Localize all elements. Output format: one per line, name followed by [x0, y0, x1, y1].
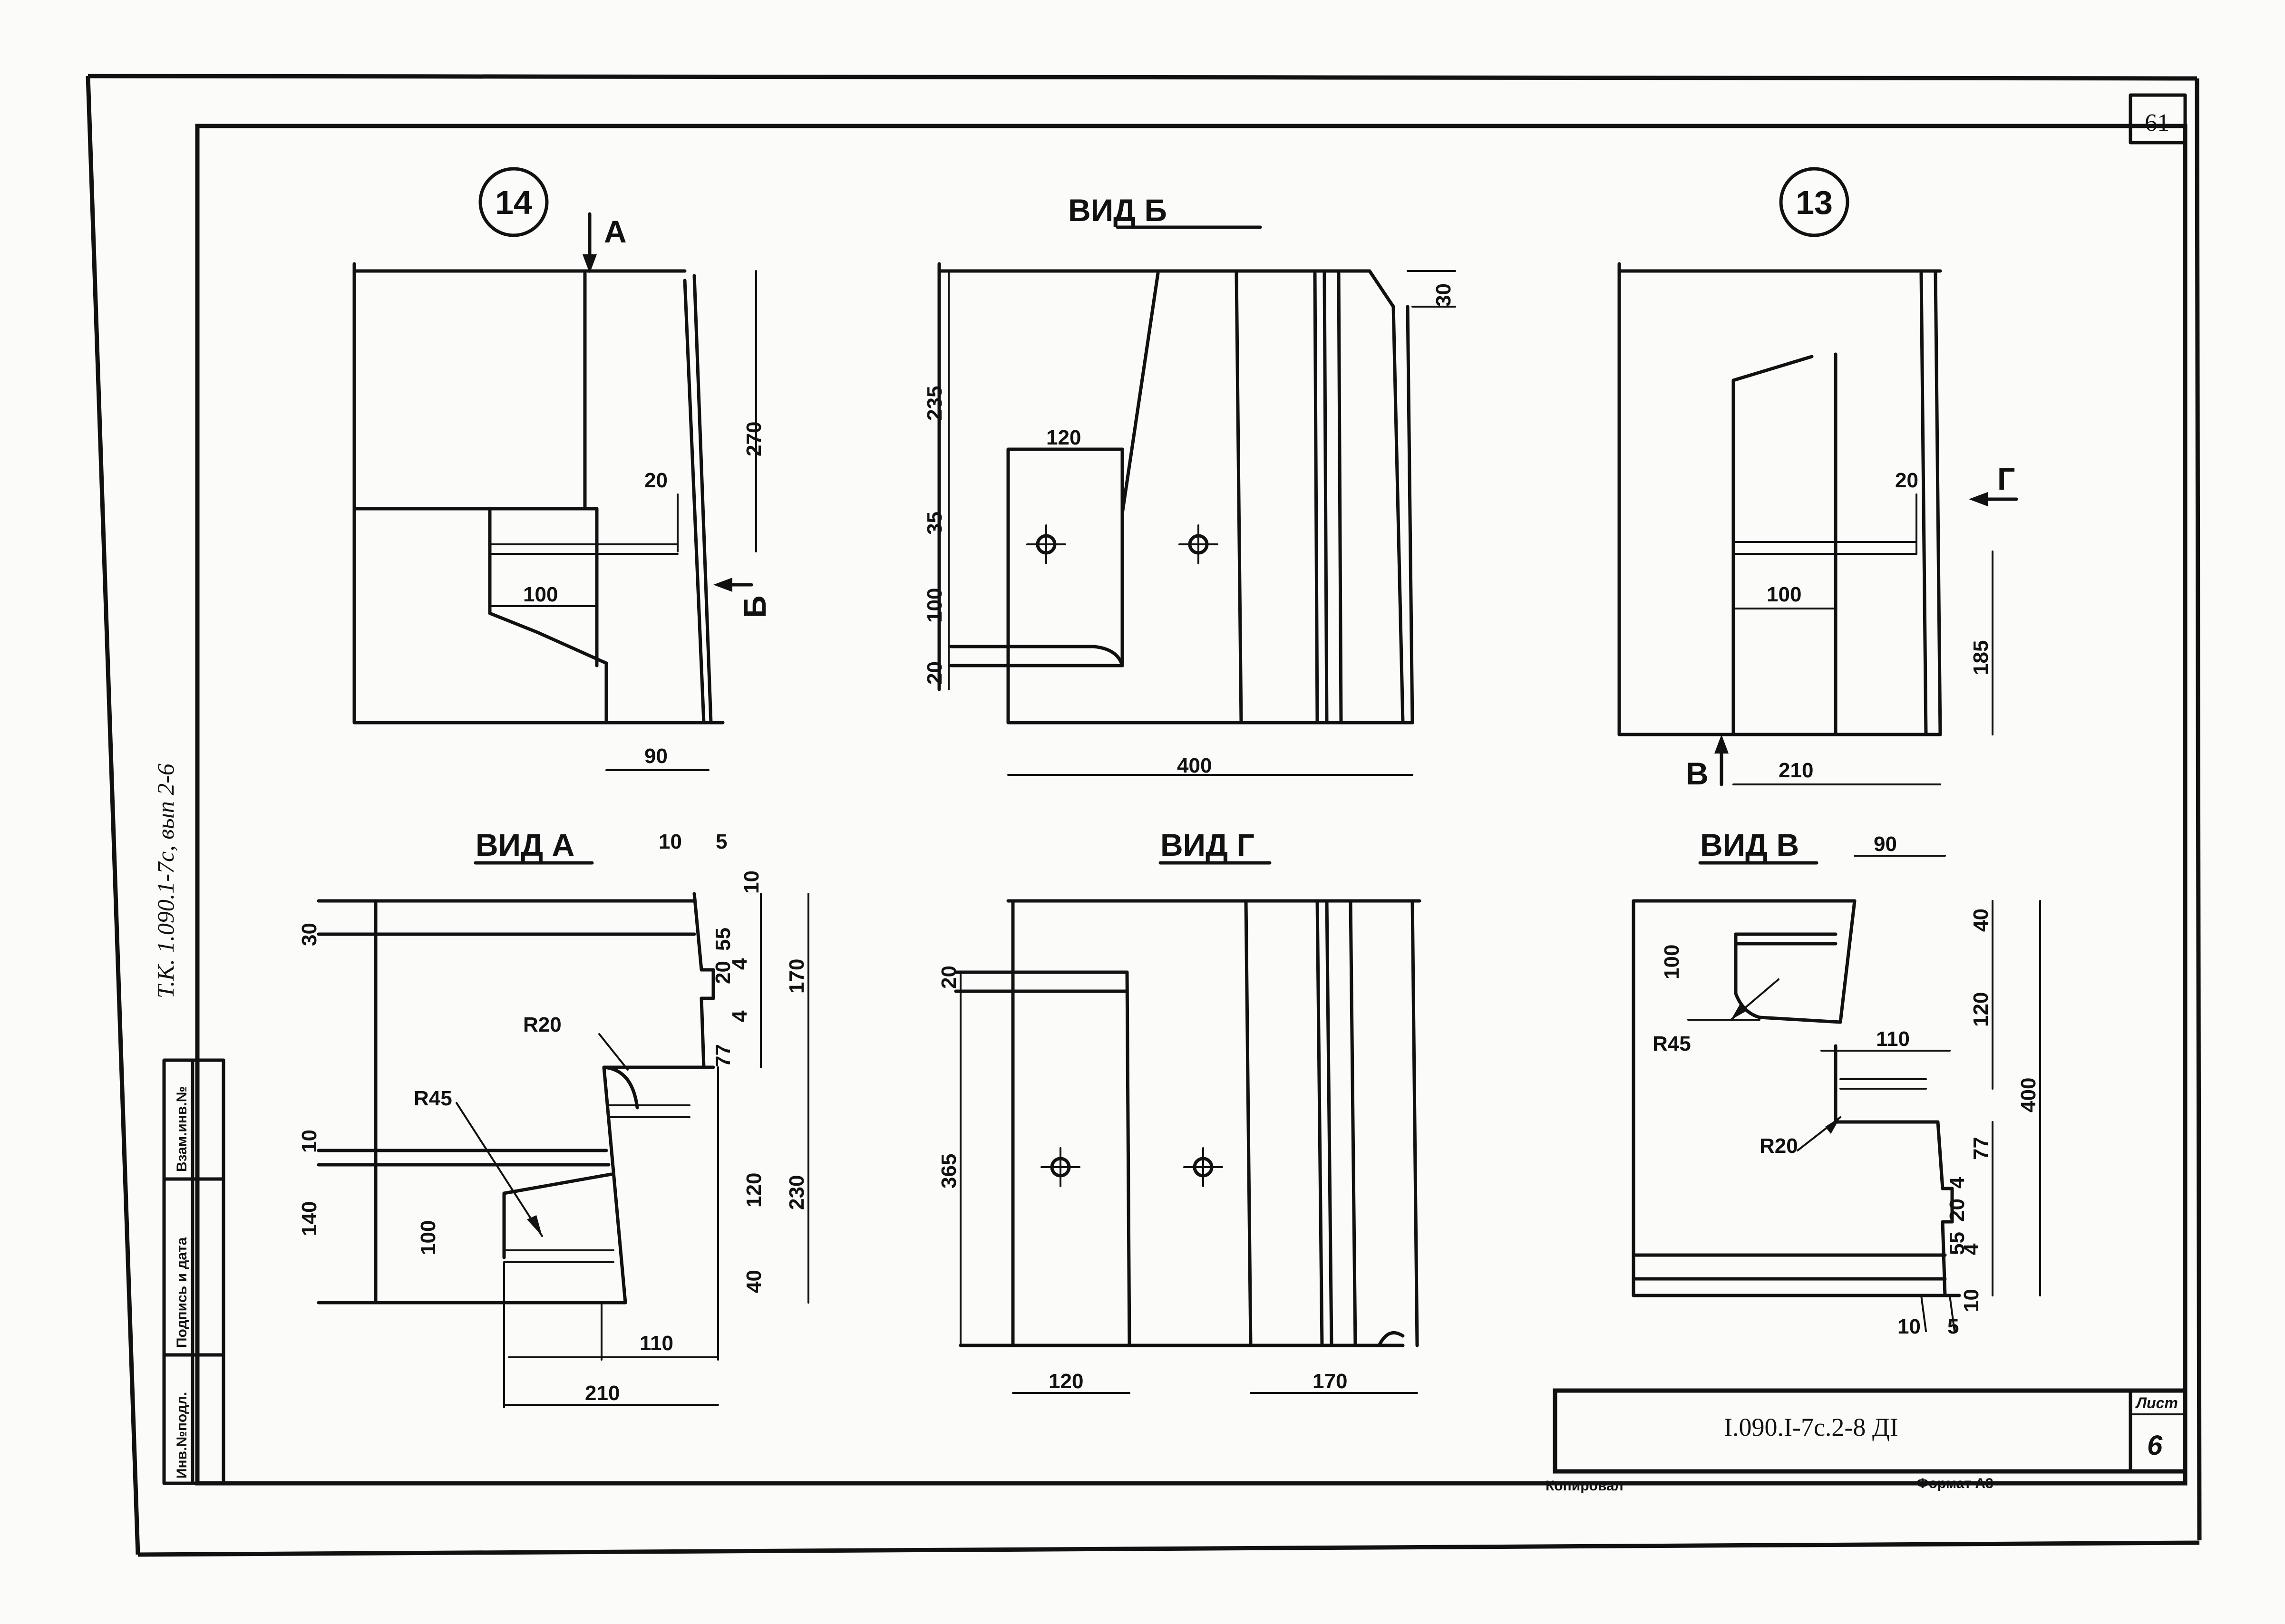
- dim-v-40: 40: [1969, 909, 1993, 932]
- vertical-series-note: Т.К. 1.090.1-7с, вып 2-6: [152, 764, 179, 998]
- dim-a-110: 110: [640, 1332, 673, 1355]
- view-a-title: ВИД А: [476, 827, 574, 862]
- dim-a-55: 55: [711, 928, 735, 951]
- dim-v-55: 55: [1945, 1232, 1969, 1255]
- dim-g-170: 170: [1313, 1370, 1347, 1393]
- view-g-title: ВИД Г: [1160, 827, 1254, 862]
- view-b-title: ВИД Б: [1068, 193, 1167, 228]
- dim-13-210: 210: [1779, 759, 1813, 782]
- footer-copied: Копировал: [1546, 1478, 1624, 1494]
- dim-v-120: 120: [1969, 992, 1993, 1027]
- dim-13-185: 185: [1969, 640, 1993, 675]
- dim-a-4a: 4: [728, 958, 751, 970]
- callout-13: 13: [1796, 184, 1833, 221]
- footer-format: Формат А3: [1916, 1476, 1993, 1491]
- dim-a-r45: R45: [414, 1087, 452, 1110]
- dim-b-35: 35: [923, 512, 946, 535]
- sheet-number: 6: [2147, 1430, 2163, 1461]
- dim-v-100: 100: [1660, 945, 1683, 979]
- sheet-frame: [86, 74, 2202, 1557]
- view-b: ВИД Б 235 120 35 100 20 30: [923, 193, 1456, 777]
- marker-b: Б: [737, 596, 772, 618]
- dim-14-100: 100: [523, 583, 558, 606]
- dim-g-120: 120: [1049, 1370, 1083, 1393]
- dim-a-20: 20: [711, 961, 735, 984]
- dim-a-10c: 10: [298, 1130, 321, 1153]
- view-v: ВИД В 90 100 40 120: [1632, 827, 2041, 1338]
- dim-v-10a: 10: [1960, 1289, 1983, 1312]
- page-number: 61: [2145, 109, 2169, 136]
- view-v-title: ВИД В: [1700, 827, 1799, 862]
- dim-v-4a: 4: [1945, 1177, 1969, 1189]
- dim-g-365: 365: [937, 1154, 961, 1189]
- dim-v-r20: R20: [1760, 1134, 1798, 1158]
- dim-v-5: 5: [1947, 1315, 1959, 1338]
- marker-g: Г: [1997, 461, 2015, 496]
- stamp-label-replaced: Взам.инв.№: [174, 1086, 190, 1172]
- dim-b-235: 235: [923, 386, 946, 421]
- dim-v-4b: 4: [1960, 1243, 1983, 1255]
- dim-a-230: 230: [785, 1175, 808, 1210]
- dim-14-90: 90: [644, 744, 668, 768]
- dim-v-10b: 10: [1897, 1315, 1921, 1338]
- dim-v-400: 400: [2017, 1078, 2040, 1112]
- document-code: I.090.I-7c.2-8 ДI: [1724, 1413, 1898, 1441]
- callout-14: 14: [495, 184, 532, 221]
- view-a: ВИД А 30 10 5 10 55 2: [298, 827, 809, 1408]
- dim-v-90: 90: [1874, 832, 1897, 856]
- dim-v-77: 77: [1969, 1137, 1993, 1160]
- dim-13-20: 20: [1895, 469, 1918, 492]
- dim-14-20: 20: [644, 469, 668, 492]
- marker-a: А: [604, 214, 627, 249]
- dim-a-10: 10: [659, 830, 682, 853]
- dim-v-r45: R45: [1653, 1032, 1691, 1055]
- dim-a-r20: R20: [523, 1013, 562, 1036]
- detail-node-13: 13 Г В 20 100 185 210: [1617, 167, 2018, 791]
- dim-a-140: 140: [298, 1201, 321, 1236]
- dim-b-120: 120: [1046, 426, 1081, 449]
- dim-g-20: 20: [937, 966, 961, 989]
- stamp-label-inv-no: Инв.№подл.: [174, 1392, 190, 1479]
- dim-b-30: 30: [1432, 283, 1455, 307]
- dim-a-30: 30: [298, 923, 321, 946]
- dim-b-400: 400: [1177, 754, 1212, 777]
- dim-a-77: 77: [711, 1044, 735, 1067]
- dim-14-270: 270: [742, 422, 766, 456]
- dim-v-110: 110: [1876, 1027, 1910, 1051]
- dim-a-120: 120: [742, 1173, 766, 1208]
- dim-a-5: 5: [716, 830, 727, 853]
- view-g: ВИД Г 20 365 120 170: [937, 827, 1421, 1394]
- dim-a-170: 170: [785, 959, 808, 994]
- dim-a-210: 210: [585, 1382, 620, 1405]
- detail-node-14: 14 А Б 270 20 100 90: [352, 167, 772, 771]
- dim-b-100: 100: [923, 588, 946, 623]
- sheet-label: Лист: [2135, 1394, 2178, 1411]
- dim-a-40: 40: [742, 1270, 766, 1293]
- dim-13-100: 100: [1767, 583, 1801, 606]
- dim-b-20: 20: [923, 661, 946, 685]
- dim-a-100: 100: [417, 1220, 440, 1255]
- stamp-label-signature: Подпись и дата: [174, 1237, 190, 1348]
- marker-v: В: [1686, 756, 1709, 791]
- dim-v-20: 20: [1945, 1199, 1969, 1222]
- dim-a-10b: 10: [740, 870, 763, 894]
- dim-a-4b: 4: [728, 1010, 751, 1022]
